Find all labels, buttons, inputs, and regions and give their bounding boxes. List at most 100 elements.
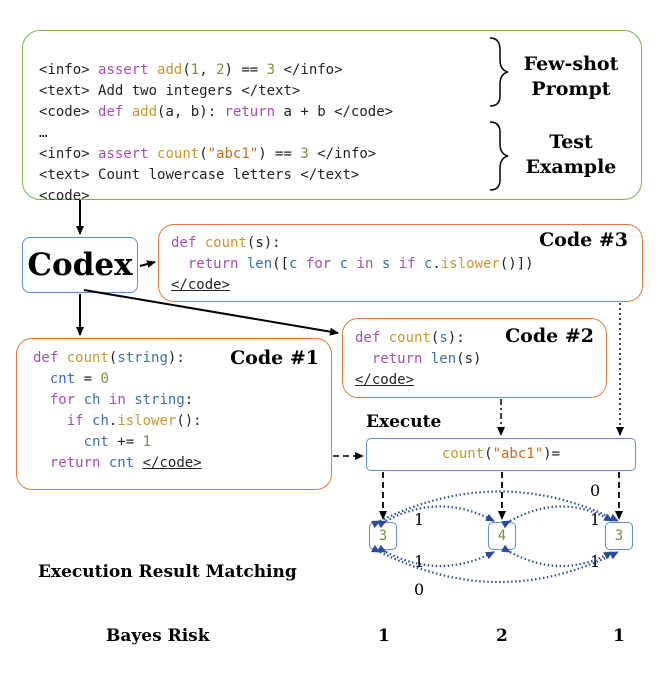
result-value: 4 xyxy=(497,528,507,544)
if-keyword: if xyxy=(398,256,416,272)
var: c xyxy=(423,256,433,272)
code-close-tag: </code> xyxy=(171,277,231,293)
tail: (): xyxy=(176,413,202,429)
return-keyword: return xyxy=(49,455,101,471)
function-name: count xyxy=(388,330,431,346)
code-2-title: Code #2 xyxy=(505,325,594,347)
execution-result-matching-label: Execution Result Matching xyxy=(38,562,297,582)
dot: . xyxy=(108,413,118,429)
result-value: 3 xyxy=(378,528,388,544)
example-text: Add two integers xyxy=(98,83,233,99)
in-keyword: in xyxy=(356,256,374,272)
info-open-tag: <info> xyxy=(39,62,90,78)
var: ch xyxy=(92,413,109,429)
number: 0 xyxy=(100,371,109,387)
function-name: count xyxy=(441,446,485,462)
operator: = xyxy=(75,371,101,387)
bayes-risk-value-1: 1 xyxy=(378,626,390,646)
few-shot-label-line2: Prompt xyxy=(531,78,611,100)
codex-label: Codex xyxy=(27,247,133,283)
paren: ): xyxy=(167,350,185,366)
var: cnt xyxy=(83,434,109,450)
result-value: 3 xyxy=(614,528,624,544)
test-example-label: Test Example xyxy=(516,130,626,180)
expression: a + b xyxy=(275,104,326,120)
call: (s) xyxy=(456,351,482,367)
paren: ( xyxy=(484,446,493,462)
edge-label: 1 xyxy=(590,552,601,571)
function-name: add xyxy=(157,62,183,78)
for-keyword: for xyxy=(305,256,332,272)
function-name: count xyxy=(66,350,109,366)
code-3-body: def count(s): return len([c for c in s i… xyxy=(171,233,534,296)
test-example-label-line2: Example xyxy=(525,156,617,178)
arg: string xyxy=(117,350,168,366)
var: cnt xyxy=(108,455,135,471)
edge-label: 1 xyxy=(414,552,425,571)
for-keyword: for xyxy=(49,392,76,408)
paren: ( xyxy=(108,350,118,366)
islower-method: islower xyxy=(117,413,177,429)
execute-call: count("abc1")= xyxy=(442,444,560,465)
few-shot-brace xyxy=(489,37,509,107)
def-keyword: def xyxy=(33,350,59,366)
match-arc-bottom-1-3 xyxy=(371,544,619,583)
text-open-tag: <text> xyxy=(39,167,90,183)
prompt-code: <info> assert add(1, 2) == 3 </info> <te… xyxy=(39,39,393,207)
islower-method: islower xyxy=(440,256,500,272)
code-3-box: Code #3 def count(s): return len([c for … xyxy=(158,224,643,302)
match-arc-top-1-2 xyxy=(377,505,495,529)
code-3-title: Code #3 xyxy=(539,229,628,251)
arrow-codex-to-code3 xyxy=(139,260,156,268)
bayes-risk-value-2: 2 xyxy=(496,626,508,646)
operator: ) == xyxy=(224,62,267,78)
ellipsis: … xyxy=(39,125,48,141)
function-name: add xyxy=(131,104,158,120)
assert-keyword: assert xyxy=(98,62,149,78)
text-open-tag: <text> xyxy=(39,83,90,99)
code-2-box: Code #2 def count(s): return len(s) </co… xyxy=(342,318,607,398)
code-1-title: Code #1 xyxy=(230,347,319,369)
code-close-tag: </code> xyxy=(334,104,394,120)
bayes-risk-label: Bayes Risk xyxy=(106,626,210,646)
code-open-tag: <code> xyxy=(39,104,90,120)
in-keyword: in xyxy=(108,392,126,408)
bayes-risk-value-3: 1 xyxy=(613,626,625,646)
separator: , xyxy=(199,62,217,78)
function-name: count xyxy=(157,146,200,162)
info-open-tag: <info> xyxy=(39,146,90,162)
info-close-tag: </info> xyxy=(283,62,343,78)
code-open-tag: <code> xyxy=(39,188,90,204)
bracket: ([ xyxy=(272,256,290,272)
code-2-body: def count(s): return len(s) </code> xyxy=(355,328,481,391)
codex-model-box: Codex xyxy=(22,237,138,293)
paren: ): xyxy=(447,330,465,346)
function-name: count xyxy=(204,235,247,251)
len-builtin: len xyxy=(246,256,273,272)
paren: ( xyxy=(182,62,191,78)
def-keyword: def xyxy=(98,104,124,120)
args: (s): xyxy=(246,235,281,251)
return-keyword: return xyxy=(187,256,239,272)
execute-label: Execute xyxy=(366,412,442,432)
colon: : xyxy=(184,392,194,408)
return-keyword: return xyxy=(371,351,423,367)
if-keyword: if xyxy=(66,413,84,429)
code-close-tag: </code> xyxy=(355,372,415,388)
len-builtin: len xyxy=(430,351,457,367)
string-literal: "abc1" xyxy=(492,446,544,462)
arrow-codex-to-code2 xyxy=(83,289,339,336)
edge-label: 0 xyxy=(414,580,425,599)
execute-box: count("abc1")= xyxy=(366,438,636,471)
arg: s xyxy=(439,330,448,346)
match-arc-bottom-1-2 xyxy=(377,544,495,567)
assert-keyword: assert xyxy=(98,146,149,162)
tail: ()]) xyxy=(499,256,534,272)
dot: . xyxy=(432,256,441,272)
text-close-tag: </text> xyxy=(241,83,301,99)
test-example-label-line1: Test xyxy=(549,131,593,153)
match-arc-top-2-3 xyxy=(501,505,613,529)
return-keyword: return xyxy=(224,104,276,120)
few-shot-label-line1: Few-shot xyxy=(523,53,619,75)
